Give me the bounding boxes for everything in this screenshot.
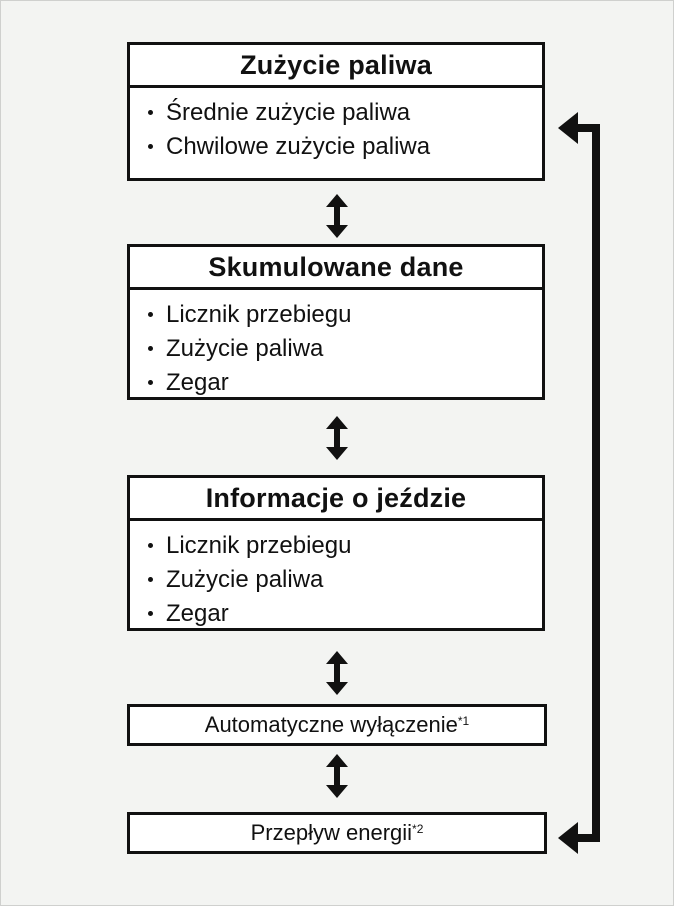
list-item: Zegar xyxy=(144,597,542,631)
list-item: Średnie zużycie paliwa xyxy=(144,96,542,130)
accumulated-data-title: Skumulowane dane xyxy=(130,247,542,290)
trip-info-title: Informacje o jeździe xyxy=(130,478,542,521)
list-item: Licznik przebiegu xyxy=(144,529,542,563)
trip-info-list: Licznik przebiegu Zużycie paliwa Zegar xyxy=(130,521,542,631)
list-item: Licznik przebiegu xyxy=(144,298,542,332)
double-arrow-icon xyxy=(326,416,348,460)
fuel-consumption-title: Zużycie paliwa xyxy=(130,45,542,88)
energy-flow-box: Przepływ energii*2 xyxy=(127,812,547,854)
fuel-consumption-box: Zużycie paliwa Średnie zużycie paliwa Ch… xyxy=(127,42,545,181)
energy-flow-label: Przepływ energii xyxy=(250,820,413,845)
accumulated-data-box: Skumulowane dane Licznik przebiegu Zużyc… xyxy=(127,244,545,400)
list-item: Zużycie paliwa xyxy=(144,563,542,597)
trip-info-box: Informacje o jeździe Licznik przebiegu Z… xyxy=(127,475,545,631)
fuel-consumption-list: Średnie zużycie paliwa Chwilowe zużycie … xyxy=(130,88,542,164)
footnote-marker: *1 xyxy=(457,714,470,728)
loop-arrow-icon xyxy=(558,112,600,854)
accumulated-data-list: Licznik przebiegu Zużycie paliwa Zegar xyxy=(130,290,542,400)
double-arrow-icon xyxy=(326,194,348,238)
list-item: Chwilowe zużycie paliwa xyxy=(144,130,542,164)
footnote-marker: *2 xyxy=(412,822,424,836)
list-item: Zużycie paliwa xyxy=(144,332,542,366)
list-item: Zegar xyxy=(144,366,542,400)
double-arrow-icon xyxy=(326,651,348,695)
auto-shutdown-box: Automatyczne wyłączenie*1 xyxy=(127,704,547,746)
double-arrow-icon xyxy=(326,754,348,798)
auto-shutdown-label: Automatyczne wyłączenie xyxy=(204,712,458,737)
